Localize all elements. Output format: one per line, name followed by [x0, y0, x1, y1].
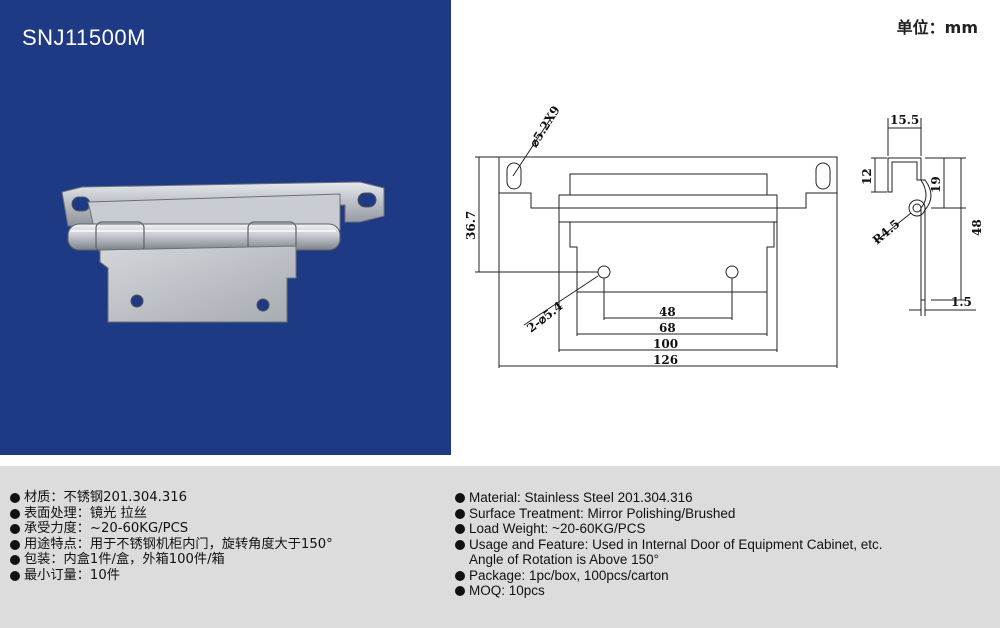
width-dimension-126: 126 — [653, 353, 678, 367]
spec-item-cn: 最小订量：10件 — [10, 568, 333, 584]
side-right-height-19: 19 — [929, 176, 943, 193]
width-dimension-100: 100 — [653, 337, 678, 351]
bullet-dot-icon — [10, 508, 20, 519]
side-top-width: 15.5 — [890, 113, 919, 127]
front-view — [475, 117, 838, 368]
spec-item-cn: 表面处理：镜光 拉丝 — [10, 506, 333, 522]
spec-item-package: Package: 1pc/box, 100pcs/carton — [455, 568, 882, 584]
specification-band: 材质：不锈钢201.304.316 表面处理：镜光 拉丝 承受力度：~20-60… — [0, 466, 1000, 628]
bullet-dot-icon — [455, 493, 465, 503]
width-dimension-48: 48 — [659, 305, 676, 319]
slot-dimension: ⌀5.2X9 — [527, 103, 563, 149]
spec-item-surface: Surface Treatment: Mirror Polishing/Brus… — [455, 506, 882, 522]
spec-item-cn: 用途特点：用于不锈钢机柜内门，旋转角度大于150° — [10, 537, 333, 553]
product-photo-panel: SNJ11500M — [0, 0, 451, 455]
spec-list-english: Material: Stainless Steel 201.304.316 Su… — [455, 490, 882, 599]
bullet-dot-icon — [10, 524, 20, 534]
bullet-dot-icon — [10, 555, 20, 565]
spec-item-usage: Usage and Feature: Used in Internal Door… — [455, 537, 882, 568]
height-dimension: 36.7 — [464, 211, 478, 240]
side-radius: R4.5 — [870, 217, 903, 248]
bullet-dot-icon — [10, 570, 20, 581]
spec-item-load: Load Weight: ~20-60KG/PCS — [455, 521, 882, 537]
spec-item-material: Material: Stainless Steel 201.304.316 — [455, 490, 882, 506]
bullet-dot-icon — [455, 524, 465, 534]
side-view — [871, 118, 976, 316]
unit-label: 单位：mm — [896, 18, 978, 37]
spec-item-cn: 材质：不锈钢201.304.316 — [10, 490, 333, 506]
bullet-dot-icon — [455, 586, 465, 596]
hinge-photo — [61, 181, 385, 323]
technical-drawing: ⌀5.2X9 36.7 2-⌀5.4 48 68 100 126 15.5 12… — [464, 103, 984, 368]
model-number: SNJ11500M — [22, 25, 146, 50]
spec-item-cn: 包装：内盒1件/盒，外箱100件/箱 — [10, 552, 333, 568]
side-left-height: 12 — [860, 168, 874, 185]
spec-item-moq: MOQ: 10pcs — [455, 583, 882, 599]
spec-item-cn: 承受力度：~20-60KG/PCS — [10, 521, 333, 537]
bullet-dot-icon — [10, 493, 20, 503]
side-thickness: 1.5 — [951, 295, 972, 309]
bullet-dot-icon — [455, 570, 465, 581]
spec-list-chinese: 材质：不锈钢201.304.316 表面处理：镜光 拉丝 承受力度：~20-60… — [10, 490, 333, 583]
bullet-dot-icon — [455, 539, 465, 550]
bullet-dot-icon — [455, 508, 465, 519]
side-right-height-48: 48 — [970, 219, 984, 236]
width-dimension-68: 68 — [659, 321, 676, 335]
bullet-dot-icon — [10, 539, 20, 550]
